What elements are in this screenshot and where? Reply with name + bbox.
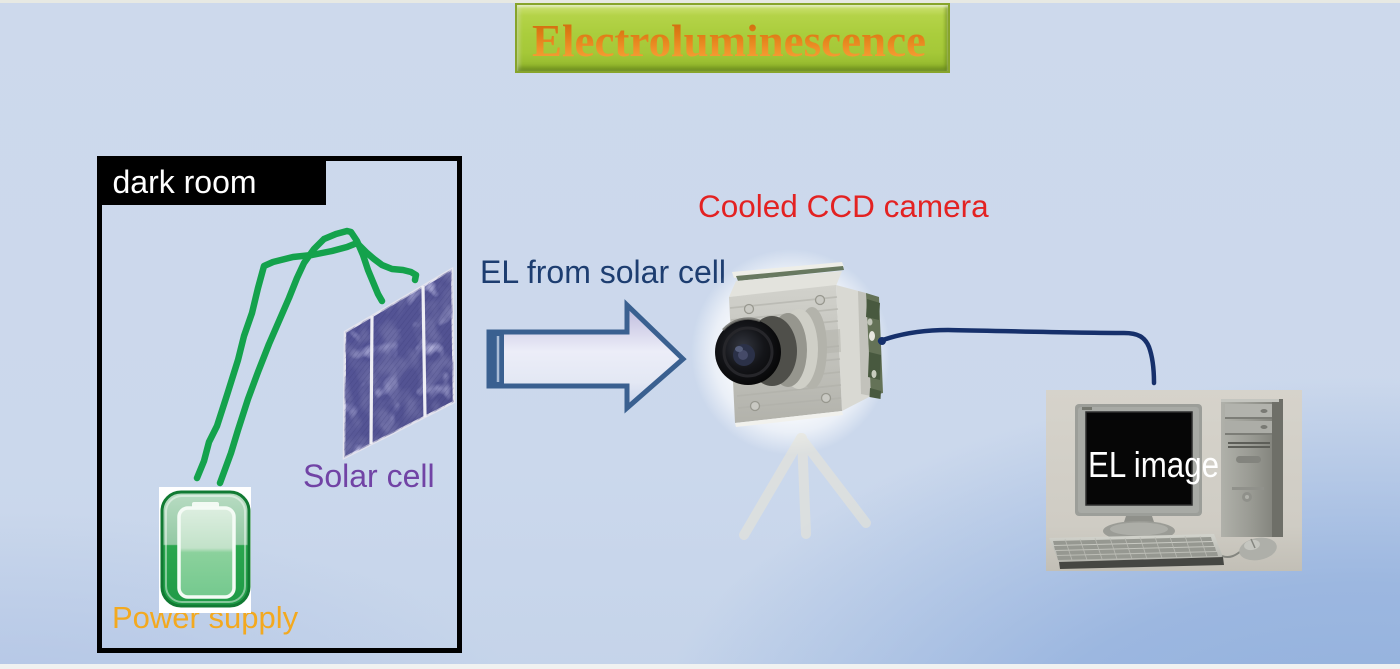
svg-text:EL image: EL image (1088, 444, 1219, 485)
